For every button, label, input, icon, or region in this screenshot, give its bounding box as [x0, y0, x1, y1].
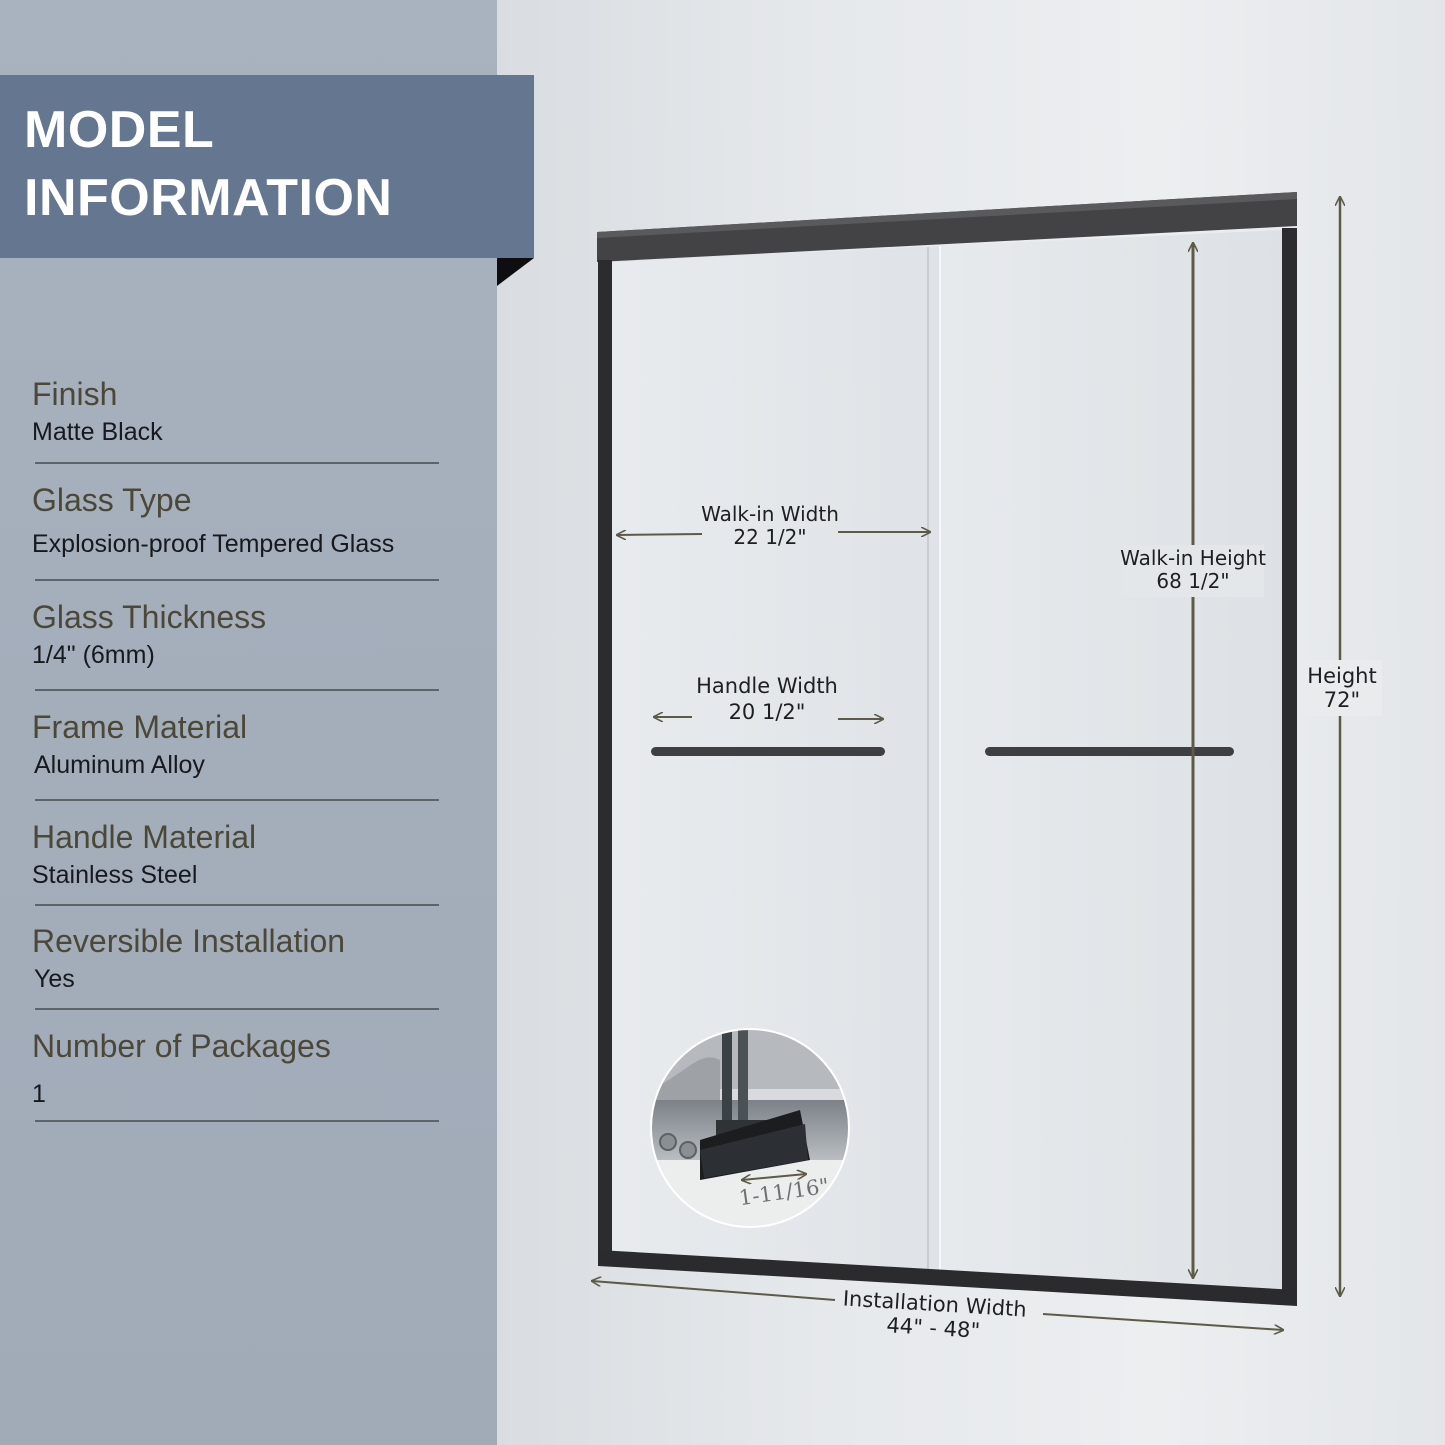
spec-frame-material: Frame Material Aluminum Alloy — [32, 711, 452, 778]
spec-divider — [35, 579, 439, 581]
spec-value: 1 — [32, 1080, 46, 1108]
installation-width-arrow-right — [1042, 1313, 1283, 1330]
walk-in-height-label: Walk-in Height 68 1/2" — [1118, 547, 1268, 593]
walk-in-width-label: Walk-in Width 22 1/2" — [700, 503, 840, 549]
height-value: 72" — [1323, 688, 1361, 712]
spec-value: Matte Black — [32, 418, 163, 446]
spec-label: Handle Material — [32, 819, 257, 855]
walk-in-width-arrow-left — [617, 534, 703, 535]
spec-value: Yes — [34, 965, 75, 993]
spec-label: Reversible Installation — [32, 923, 346, 959]
spec-label: Frame Material — [32, 709, 248, 745]
spec-label: Finish — [32, 376, 118, 412]
spec-value: 1/4" (6mm) — [32, 641, 155, 669]
top-header-rail — [597, 192, 1297, 262]
spec-divider — [35, 1008, 439, 1010]
handle-bar-right — [985, 747, 1234, 756]
height-title: Height — [1307, 664, 1377, 688]
handle-width-title: Handle Width — [696, 674, 838, 698]
banner-fold — [497, 258, 534, 286]
walk-in-height-value: 68 1/2" — [1156, 569, 1230, 593]
spec-glass-type: Glass Type Explosion-proof Tempered Glas… — [32, 484, 452, 557]
installation-width-arrow-left — [592, 1281, 836, 1301]
walk-in-height-title: Walk-in Height — [1120, 546, 1266, 570]
spec-reversible-installation: Reversible Installation Yes — [32, 925, 452, 992]
spec-divider — [35, 689, 439, 691]
spec-label: Number of Packages — [32, 1028, 331, 1064]
left-jamb — [598, 260, 612, 1260]
spec-value: Aluminum Alloy — [34, 751, 205, 779]
spec-label: Glass Type — [32, 482, 192, 518]
spec-value: Explosion-proof Tempered Glass — [32, 530, 395, 558]
title-line-1: MODEL — [24, 101, 215, 159]
walk-in-width-value: 22 1/2" — [733, 525, 807, 549]
spec-finish: Finish Matte Black — [32, 378, 452, 445]
spec-value: Stainless Steel — [32, 861, 198, 889]
spec-divider — [35, 904, 439, 906]
spec-divider — [35, 799, 439, 801]
title-line-2: INFORMATION — [24, 169, 393, 227]
spec-label: Glass Thickness — [32, 599, 267, 635]
glass-panel-left — [612, 246, 940, 1272]
handle-width-value: 20 1/2" — [728, 700, 806, 724]
walk-in-width-title: Walk-in Width — [701, 502, 839, 526]
bottom-track — [598, 1250, 1297, 1306]
spec-divider — [35, 1120, 439, 1122]
glass-panel-right — [940, 230, 1282, 1292]
spec-glass-thickness: Glass Thickness 1/4" (6mm) — [32, 601, 452, 668]
handle-width-label: Handle Width 20 1/2" — [692, 673, 842, 725]
spec-number-of-packages: Number of Packages 1 — [32, 1030, 452, 1107]
handle-bar-left — [651, 747, 885, 756]
spec-handle-material: Handle Material Stainless Steel — [32, 821, 452, 888]
right-jamb — [1282, 228, 1297, 1304]
title-banner: MODEL INFORMATION — [0, 75, 534, 258]
height-label: Height 72" — [1302, 664, 1382, 712]
spec-divider — [35, 462, 439, 464]
